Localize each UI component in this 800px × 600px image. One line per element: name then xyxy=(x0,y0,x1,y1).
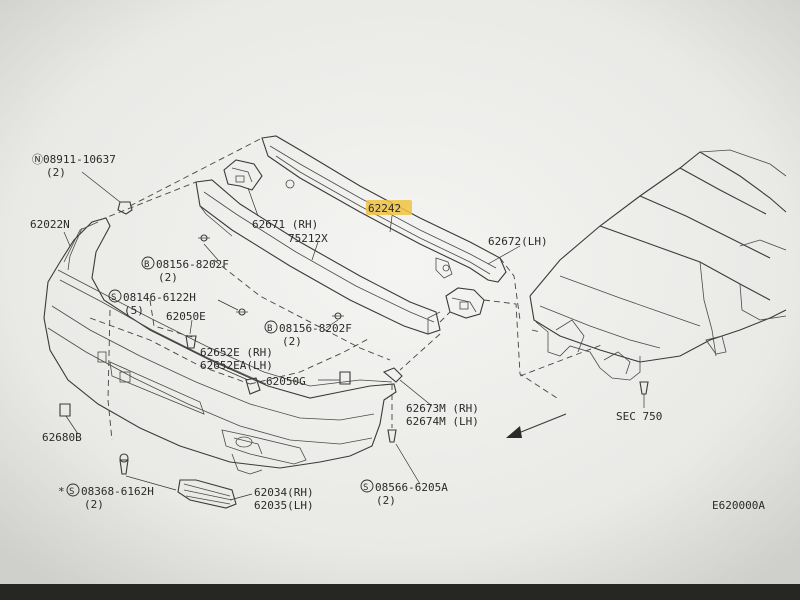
figure-code: E620000A xyxy=(712,499,765,512)
label-62050g: 62050G xyxy=(266,375,306,388)
svg-text:B: B xyxy=(267,324,272,334)
label-62022n: 62022N xyxy=(30,218,70,231)
symbol-s-1: S xyxy=(108,289,122,303)
symbol-s-3: S xyxy=(360,479,374,493)
part-labels: Ⓝ08911-10637 (2) 62022N 62671 (RH) 62242… xyxy=(30,153,765,512)
label-62652e: 62652E (RH) xyxy=(200,346,273,359)
label-08156-a: 08156-8202F xyxy=(156,258,229,271)
label-75212x: 75212X xyxy=(288,232,328,245)
label-08368-star: * xyxy=(58,485,65,498)
radiator-core-support-62242 xyxy=(261,135,507,283)
vehicle-front-view xyxy=(529,149,787,381)
label-62242: 62242 xyxy=(368,202,401,215)
front-direction-arrow xyxy=(506,413,567,438)
label-08368: 08368-6162H xyxy=(81,485,154,498)
assembly-lines xyxy=(89,137,605,441)
front-bumper-fascia-62022n xyxy=(43,217,397,475)
highlight-62242 xyxy=(366,200,412,215)
svg-text:S: S xyxy=(69,487,74,497)
fasteners xyxy=(59,201,649,475)
bracket-62671-rh xyxy=(223,159,263,191)
svg-text:B: B xyxy=(144,260,149,270)
label-62680b: 62680B xyxy=(42,431,82,444)
label-08146: 08146-6122H xyxy=(123,291,196,304)
bracket-62672-lh xyxy=(445,287,485,319)
leader-lines xyxy=(63,171,645,501)
svg-text:S: S xyxy=(363,483,368,493)
label-08911: Ⓝ08911-10637 xyxy=(32,153,116,166)
label-62674m: 62674M (LH) xyxy=(406,415,479,428)
label-62671: 62671 (RH) xyxy=(252,218,318,231)
symbol-s-2: S xyxy=(66,483,80,497)
symbol-b-1: B xyxy=(141,256,155,270)
paper-background xyxy=(0,0,800,584)
label-62672: 62672(LH) xyxy=(488,235,548,248)
label-62673m: 62673M (RH) xyxy=(406,402,479,415)
symbol-b-2: B xyxy=(264,320,278,334)
label-08156-b-qty: (2) xyxy=(282,335,302,348)
label-08368-qty: (2) xyxy=(84,498,104,511)
label-62050e: 62050E xyxy=(166,310,206,323)
fog-lamp-grille-62034 xyxy=(177,479,237,509)
label-08146-qty: (5) xyxy=(124,304,144,317)
label-62035: 62035(LH) xyxy=(254,499,314,512)
label-08156-a-qty: (2) xyxy=(158,271,178,284)
label-08566: 08566-6205A xyxy=(375,481,448,494)
label-sec750: SEC 750 xyxy=(616,410,662,423)
svg-text:S: S xyxy=(111,293,116,303)
bumper-reinforcement-75212x xyxy=(195,179,441,335)
label-62034: 62034(RH) xyxy=(254,486,314,499)
label-08156-b: 08156-8202F xyxy=(279,322,352,335)
label-08566-qty: (2) xyxy=(376,494,396,507)
label-62652ea: 62652EA(LH) xyxy=(200,359,273,372)
label-08911-qty: (2) xyxy=(46,166,66,179)
